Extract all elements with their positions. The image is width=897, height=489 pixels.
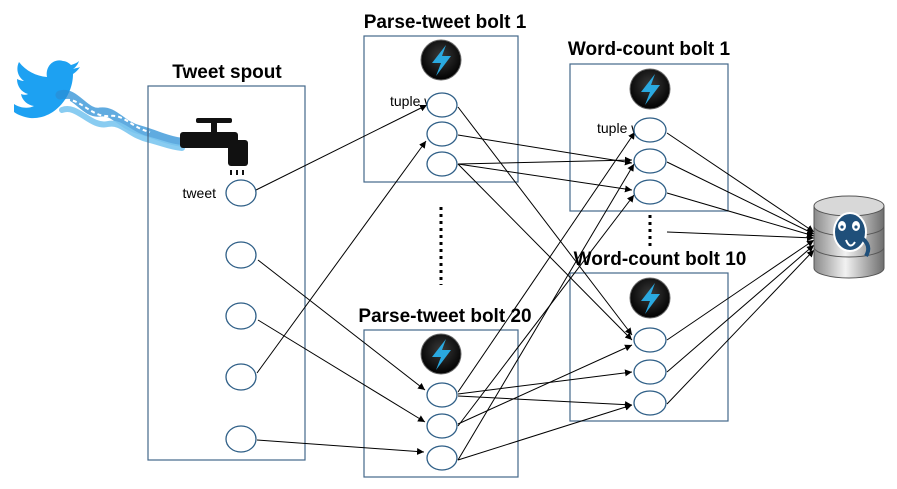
word-count-bolt-1-title: Word-count bolt 1 bbox=[568, 39, 731, 60]
stream-arrows bbox=[255, 104, 815, 461]
parse-bolt-node bbox=[426, 92, 458, 118]
word-count-bolt-10-title: Word-count bolt 10 bbox=[574, 249, 747, 270]
twitter-bird-icon bbox=[14, 60, 80, 119]
storm-lightning-icon bbox=[629, 68, 671, 110]
spout-node bbox=[225, 179, 257, 207]
tweet-label: tweet bbox=[183, 185, 217, 201]
parse-tweet-bolt-20-box bbox=[363, 329, 519, 478]
word-count-node bbox=[633, 359, 667, 385]
spout-node bbox=[225, 241, 257, 269]
spout-node bbox=[225, 363, 257, 391]
storm-lightning-icon bbox=[420, 333, 462, 375]
parse-bolt-node bbox=[426, 151, 458, 177]
tweet-spout-title: Tweet spout bbox=[172, 62, 282, 83]
postgresql-database-icon bbox=[813, 195, 885, 279]
water-stream-icon bbox=[55, 89, 185, 151]
word-count-bolt-1-box bbox=[569, 63, 729, 212]
word-count-node bbox=[633, 179, 667, 205]
tweet-spout-box bbox=[147, 85, 306, 461]
word-count-bolt-10-box bbox=[569, 272, 729, 422]
parse-tweet-bolt-1-title: Parse-tweet bolt 1 bbox=[364, 12, 527, 33]
water-tap-icon bbox=[180, 118, 248, 175]
parse-tweet-bolt-20-title: Parse-tweet bolt 20 bbox=[358, 306, 531, 327]
word-count-node bbox=[633, 148, 667, 174]
word-count-node bbox=[633, 117, 667, 143]
parse-tweet-bolt-1-box bbox=[363, 35, 519, 183]
parse-bolt-node bbox=[426, 121, 458, 147]
storm-lightning-icon bbox=[629, 277, 671, 319]
word-count-node bbox=[633, 327, 667, 353]
parse-bolt-node bbox=[426, 445, 458, 471]
spout-node bbox=[225, 425, 257, 453]
storm-lightning-icon bbox=[420, 39, 462, 81]
spout-node bbox=[225, 302, 257, 330]
word-count-node bbox=[633, 390, 667, 416]
parse-bolt-node bbox=[426, 382, 458, 408]
parse-bolt-node bbox=[426, 413, 458, 439]
